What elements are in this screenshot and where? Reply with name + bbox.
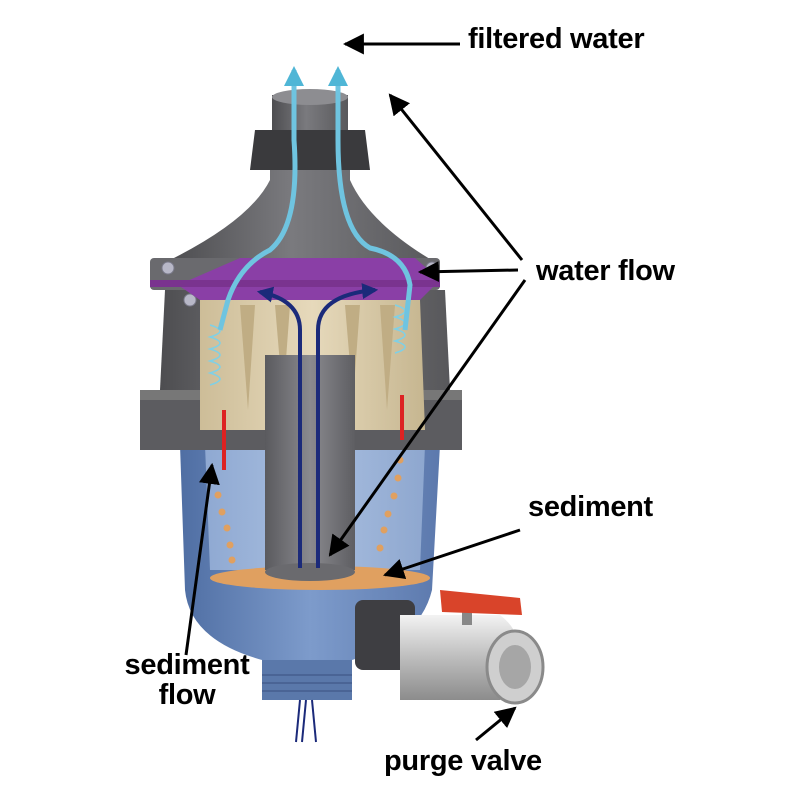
drain-wire xyxy=(295,699,317,743)
label-sediment-flow-line1: sediment xyxy=(124,649,250,681)
water-flow-paths xyxy=(217,66,413,331)
purple-gasket xyxy=(150,280,440,287)
label-sediment: sediment xyxy=(528,491,653,523)
label-sediment-flow: sediment flow xyxy=(112,650,262,711)
red-rods xyxy=(222,395,404,470)
inner-flow-paths xyxy=(256,283,379,568)
purge-valve xyxy=(355,590,545,705)
valve-handle xyxy=(440,590,522,615)
springs xyxy=(207,304,406,386)
arrow-water-flow-mid xyxy=(417,261,519,283)
arrow-water-flow-low xyxy=(328,279,527,557)
label-filtered-water: filtered water xyxy=(468,23,645,55)
arrow-sediment xyxy=(383,528,521,579)
arrow-water-flow-top xyxy=(388,93,524,261)
annotation-arrows xyxy=(184,33,527,742)
label-water-flow: water flow xyxy=(536,255,675,287)
arrow-sediment-flow xyxy=(184,462,220,656)
drain-thread xyxy=(262,674,352,692)
label-sediment-flow-line2: flow xyxy=(158,679,216,712)
arrow-purge-valve xyxy=(475,706,517,742)
label-purge-valve: purge valve xyxy=(384,745,542,777)
